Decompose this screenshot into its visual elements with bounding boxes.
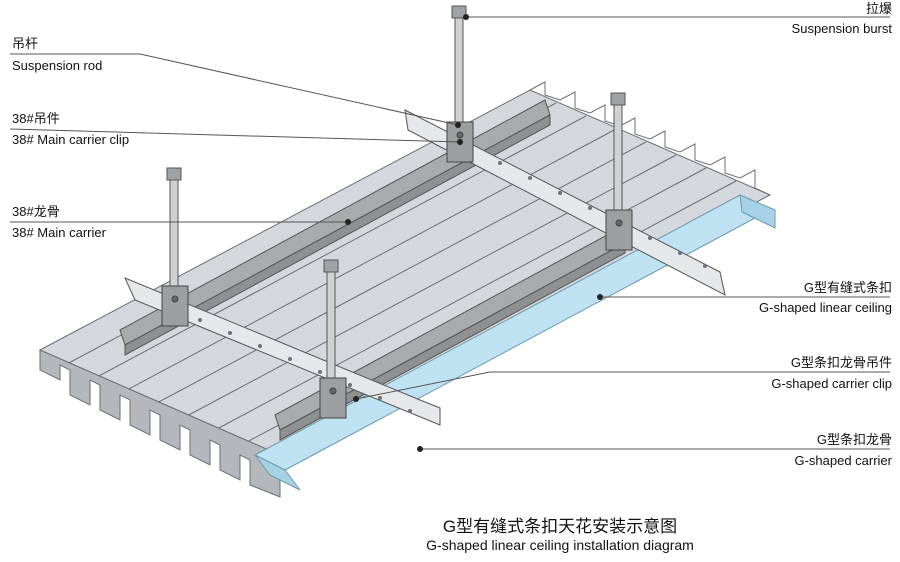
label-g-linear-ceiling-cn: G型有缝式条扣	[803, 280, 892, 295]
leader-lines	[9, 16, 890, 450]
label-main-carrier-en: 38# Main carrier	[12, 225, 106, 240]
label-main-carrier-clip-en: 38# Main carrier clip	[12, 132, 130, 147]
diagram-title-en: G-shaped linear ceiling installation dia…	[426, 537, 694, 553]
label-g-linear-ceiling-en: G-shaped linear ceiling	[759, 300, 892, 315]
label-main-carrier-clip-cn: 38#吊件	[12, 111, 60, 126]
label-g-carrier-clip-en: G-shaped carrier clip	[771, 376, 892, 391]
label-g-carrier-cn: G型条扣龙骨	[816, 432, 892, 447]
label-suspension-burst-cn: 拉爆	[865, 1, 892, 16]
leader-dots	[345, 14, 603, 452]
label-main-carrier-cn: 38#龙骨	[12, 204, 60, 219]
diagram-title-cn: G型有缝式条扣天花安装示意图	[442, 517, 678, 536]
label-suspension-rod-cn: 吊杆	[12, 36, 39, 51]
label-g-carrier-clip-cn: G型条扣龙骨吊件	[790, 355, 892, 370]
g-shaped-carriers	[124, 109, 726, 426]
label-g-carrier-en: G-shaped carrier	[794, 453, 892, 468]
label-suspension-rod-en: Suspension rod	[12, 58, 103, 73]
suspension-rods	[166, 5, 626, 383]
label-suspension-burst-en: Suspension burst	[791, 21, 892, 36]
linear-ceiling-panels	[38, 81, 772, 498]
